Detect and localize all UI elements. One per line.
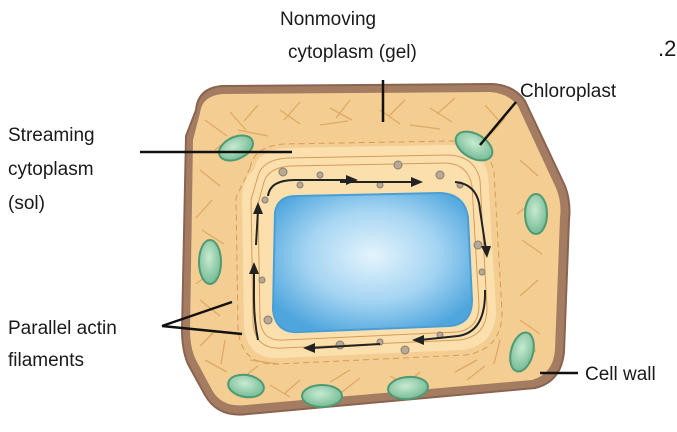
- vacuole: [273, 193, 472, 332]
- corner-mark: .2: [658, 36, 676, 61]
- chloroplast: [302, 385, 342, 407]
- label-nonmoving-line2: cytoplasm (gel): [288, 42, 417, 63]
- label-chloroplast: Chloroplast: [520, 81, 617, 102]
- label-actin-line1: Parallel actin: [8, 318, 117, 339]
- label-cell-wall: Cell wall: [585, 364, 656, 385]
- chloroplast: [199, 240, 221, 284]
- label-streaming-line3: (sol): [8, 193, 45, 214]
- label-streaming-line2: cytoplasm: [8, 159, 94, 180]
- label-streaming-line1: Streaming: [8, 125, 95, 146]
- label-actin-line2: filaments: [8, 350, 84, 371]
- chloroplast: [525, 194, 547, 234]
- label-nonmoving-line1: Nonmoving: [280, 9, 376, 30]
